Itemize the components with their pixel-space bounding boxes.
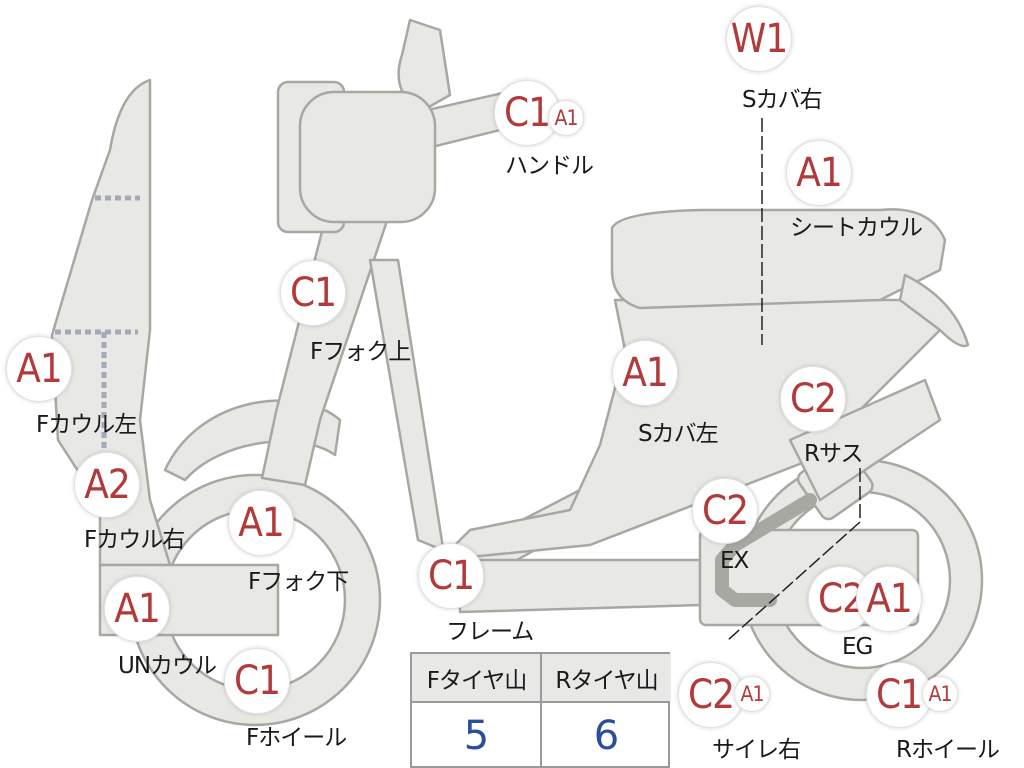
fork-lower-grade-badge: A1: [228, 490, 294, 556]
handle-label: ハンドル: [505, 153, 594, 179]
tire-tread-table: Fタイヤ山 Rタイヤ山 5 6: [410, 652, 671, 768]
cover-right-label: Sカバ右: [742, 87, 823, 113]
exhaust-label: EX: [720, 548, 749, 574]
frame-label: フレーム: [446, 619, 534, 645]
front-cowl-shape: [50, 78, 172, 567]
cowl-right-label: Fカウル右: [84, 527, 185, 553]
seat-cowl-grade-badge: A1: [786, 140, 852, 206]
seat-shape: [610, 208, 947, 310]
seat-cowl-label: シートカウル: [790, 215, 923, 241]
engine-label: EG: [842, 634, 873, 660]
exhaust-pipe-shape: [715, 493, 817, 607]
muffler-right-label: サイレ右: [712, 737, 801, 763]
front-wheel-label: Fホイール: [246, 725, 347, 751]
frame-grade-badge: C1: [418, 543, 484, 609]
engine-grade2-badge: A1: [856, 566, 922, 632]
rear-suspension-label: Rサス: [804, 441, 864, 467]
front-wheel-grade-badge: C1: [224, 648, 290, 714]
exhaust-grade-badge: C2: [692, 478, 758, 544]
front-tire-value: 5: [463, 712, 490, 759]
under-cowl-grade-badge: A1: [104, 576, 170, 642]
front-tire-header: Fタイヤ山: [412, 654, 541, 701]
muffler-right-grade-badge: C2: [678, 662, 744, 728]
muffler-right-sub-grade-badge: A1: [734, 676, 770, 712]
cowl-right-grade-badge: A2: [74, 452, 140, 518]
muffler-shape: [788, 378, 942, 502]
under-cowl-label: UNカウル: [118, 653, 217, 679]
cover-right-grade-badge: W1: [726, 6, 792, 72]
cover-left-grade-badge: A1: [612, 340, 678, 406]
rear-tire-value: 6: [593, 712, 620, 759]
fork-lower-label: Fフォク下: [248, 569, 349, 595]
rear-wheel-label: Rホイール: [896, 737, 1000, 763]
fork-upper-label: Fフォク上: [310, 339, 411, 365]
rear-wheel-grade-badge: C1: [866, 662, 932, 728]
fork-upper-grade-badge: C1: [280, 260, 346, 326]
cowl-left-label: Fカウル左: [36, 412, 137, 438]
cowl-left-grade-badge: A1: [6, 336, 72, 402]
cover-left-label: Sカバ左: [638, 421, 719, 447]
handle-sub-grade-badge: A1: [548, 100, 584, 136]
rear-suspension-grade-badge: C2: [780, 366, 846, 432]
rear-wheel-sub-grade-badge: A1: [922, 676, 958, 712]
rear-tire-header: Rタイヤ山: [542, 654, 671, 701]
table-divider-vertical: [540, 654, 542, 768]
